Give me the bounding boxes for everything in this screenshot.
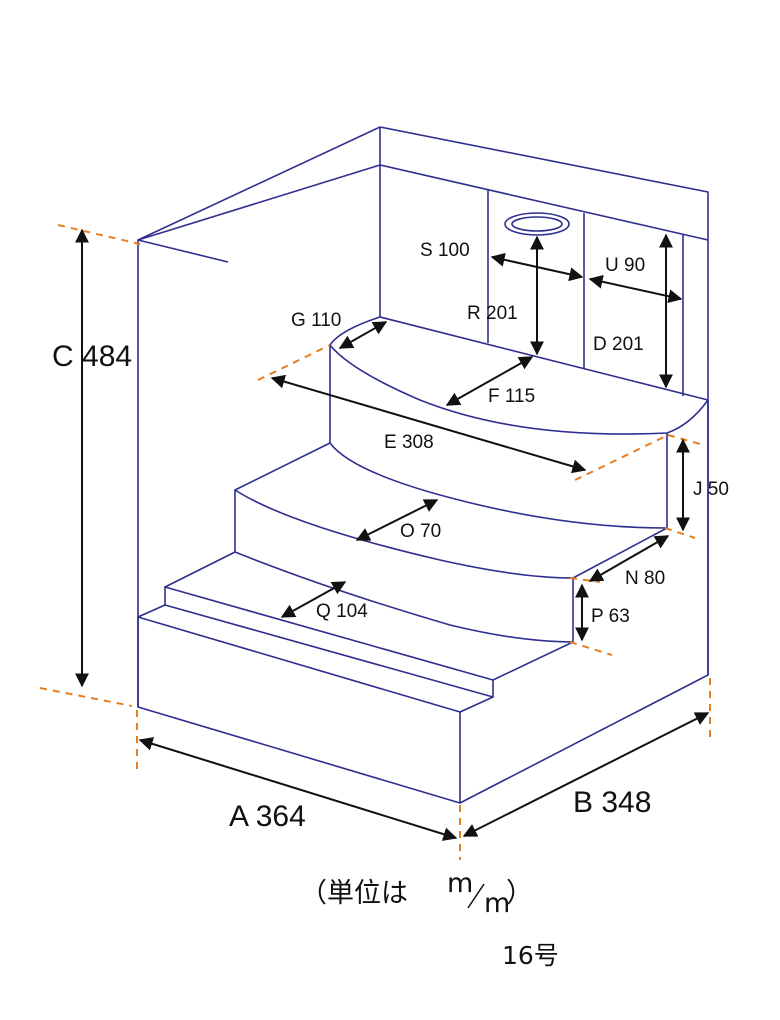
arrow-n (588, 535, 670, 582)
lower-step-riser (164, 587, 494, 698)
label-d: D 201 (593, 334, 644, 355)
label-j: J 50 (693, 479, 729, 500)
arrow-g (338, 321, 388, 349)
back-wall-top-inner-edge (379, 164, 709, 241)
middle-step-tread (234, 442, 668, 579)
label-q: Q 104 (316, 601, 368, 622)
top-back-edge (379, 126, 709, 675)
arrow-a (138, 737, 458, 841)
extension-lines (39, 224, 711, 860)
ext-c-bottom (39, 687, 133, 707)
label-a: A 364 (229, 800, 306, 833)
caption-unit-bottom: m (484, 888, 510, 919)
label-s: S 100 (420, 240, 470, 261)
label-p: P 63 (591, 606, 630, 627)
caption-close: ） (506, 878, 533, 909)
arrow-e (270, 374, 587, 474)
caption-unit-slash (467, 883, 485, 909)
unit-caption: （単位は m m ） (300, 868, 533, 919)
dimension-labels: A 364 B 348 C 484 D 201 E 308 F 115 G 11… (52, 240, 729, 833)
ext-c-top (57, 224, 141, 245)
caption-unit-top: m (447, 868, 473, 899)
ext-e-left (257, 344, 331, 381)
ext-e-right (574, 434, 669, 481)
caption-open: （単位は (300, 878, 408, 909)
arrow-f (445, 356, 534, 406)
label-n: N 80 (625, 568, 665, 589)
top-landing (329, 316, 709, 435)
left-wall-return (137, 239, 229, 263)
ext-p-bottom (569, 641, 613, 656)
left-wall-top-inner-edge (137, 164, 381, 241)
model-number: 16号 (502, 941, 559, 970)
inlet-ring-inner (511, 216, 563, 232)
ext-j-bottom (664, 527, 696, 539)
inlet-ring-icon (504, 212, 570, 236)
bottom-step-tread (137, 604, 494, 713)
arrow-q (280, 581, 347, 618)
ext-p-top (569, 577, 601, 583)
label-u: U 90 (605, 255, 645, 276)
arrow-b (462, 712, 710, 837)
label-o: O 70 (400, 521, 441, 542)
middle-step-riser (234, 490, 574, 643)
arrow-s (490, 252, 584, 282)
label-c: C 484 (52, 340, 132, 373)
base-front-face (137, 617, 461, 804)
label-g: G 110 (291, 310, 341, 331)
label-b: B 348 (573, 786, 651, 819)
unit-outline (137, 126, 709, 804)
top-step-riser (329, 345, 668, 529)
base-side-face (459, 400, 709, 804)
arrow-o (355, 499, 439, 541)
label-e: E 308 (384, 432, 434, 453)
lower-step-tread (164, 551, 574, 681)
dimension-arrows (75, 228, 710, 841)
label-r: R 201 (467, 303, 518, 324)
label-f: F 115 (488, 386, 535, 407)
arrow-u (588, 274, 683, 304)
